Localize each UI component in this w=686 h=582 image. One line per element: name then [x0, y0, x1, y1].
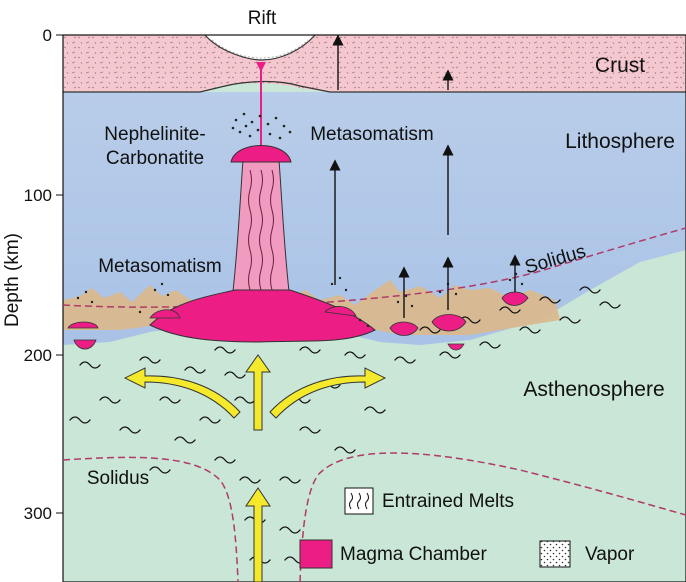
tick-label-0: 0: [43, 26, 52, 45]
depth-axis-label: Depth (km): [2, 233, 23, 327]
crust-label: Crust: [595, 54, 645, 77]
tick-label-200: 200: [24, 346, 52, 365]
nephelinite-label-line1: Nephelinite-: [104, 124, 205, 145]
asthenosphere-label: Asthenosphere: [523, 378, 664, 401]
legend-magma-chamber-label: Magma Chamber: [340, 544, 487, 565]
legend-vapor-label: Vapor: [585, 544, 635, 565]
tick-label-100: 100: [24, 186, 52, 205]
nephelinite-label-line2: Carbonatite: [106, 148, 204, 169]
tick-label-300: 300: [24, 504, 52, 523]
metasomatism-label-left: Metasomatism: [98, 256, 222, 277]
solidus-label-lower: Solidus: [87, 468, 149, 489]
metasomatism-label-upper: Metasomatism: [310, 124, 434, 145]
legend-entrained-melts-label: Entrained Melts: [382, 491, 514, 512]
legend-vapor-swatch: [540, 541, 570, 567]
legend-magma-chamber-swatch: [300, 540, 332, 568]
rift-label: Rift: [248, 8, 277, 29]
crust-layer: [63, 35, 686, 92]
lithosphere-label: Lithosphere: [565, 130, 675, 153]
